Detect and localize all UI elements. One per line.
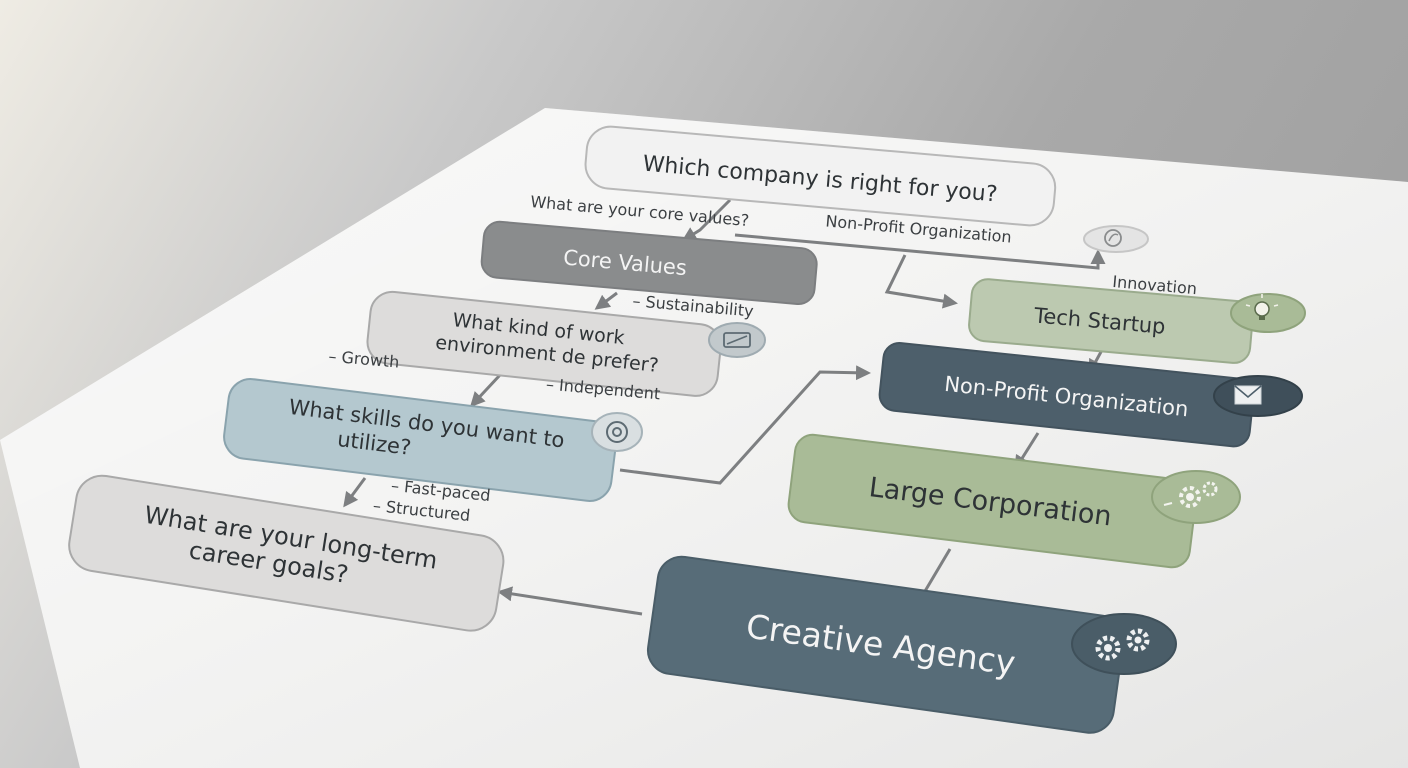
lightbulb-badge: [1230, 293, 1306, 333]
large-corporation-node[interactable]: Large Corporation: [787, 433, 1199, 570]
gears-badge-large-corp: [1151, 470, 1241, 524]
arrow-nonprofit-label-down: [884, 254, 958, 309]
arrow-work-env-to-skills: [469, 373, 502, 408]
leaf-icon: [1104, 229, 1122, 247]
gears-icon: [1095, 628, 1150, 661]
envelope-icon: [1234, 385, 1262, 405]
gears-badge-creative: [1071, 613, 1177, 675]
tech-startup-node[interactable]: Tech Startup: [968, 278, 1254, 364]
arrow-skills-loop-to-nonprofit: [619, 365, 871, 485]
workspace-icon: [723, 332, 751, 348]
work-environment-node[interactable]: What kind of work environment de prefer?: [365, 290, 723, 398]
skills-node[interactable]: What skills do you want to utilize?: [222, 377, 619, 504]
creative-agency-node[interactable]: Creative Agency: [645, 554, 1127, 736]
arrow-title-to-core-values: [681, 198, 732, 242]
target-icon: [606, 421, 628, 443]
gears-icon: [1163, 481, 1218, 508]
leaf-badge: [1083, 225, 1149, 253]
envelope-badge: [1213, 375, 1303, 417]
arrow-creative-to-goals: [497, 586, 643, 616]
arrow-title-to-tech-startup: [734, 233, 1106, 270]
core-values-node[interactable]: Core Values: [480, 220, 818, 306]
arrow-skills-to-goals: [343, 477, 367, 508]
non-profit-node[interactable]: Non-Profit Organization: [878, 341, 1255, 448]
lightbulb-icon: [1245, 294, 1279, 320]
target-badge: [591, 412, 643, 452]
workspace-badge: [708, 322, 766, 358]
arrow-core-values-to-work-env: [594, 291, 618, 310]
title-node: Which company is right for you?: [584, 125, 1057, 227]
